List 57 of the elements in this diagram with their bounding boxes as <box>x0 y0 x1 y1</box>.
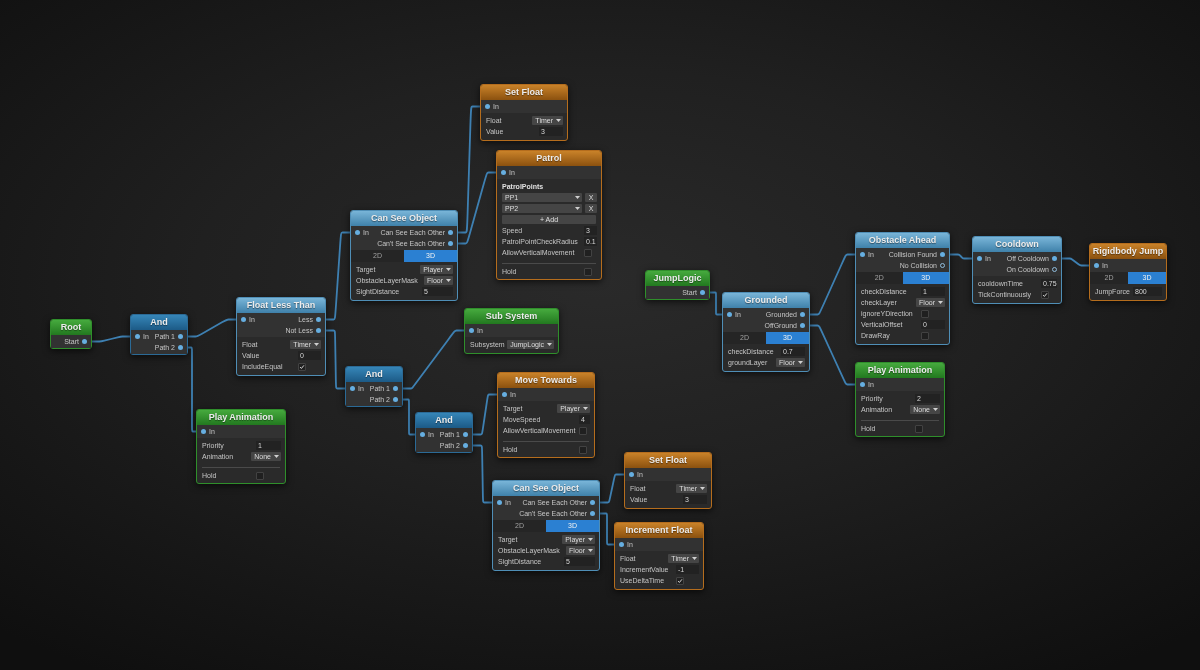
node-card <box>50 319 92 349</box>
node-title: Patrol <box>536 153 562 163</box>
node-title: Play Animation <box>867 365 933 375</box>
node-card <box>350 210 458 301</box>
node-card <box>415 412 473 453</box>
connector <box>599 512 615 546</box>
node-title: Increment Float <box>625 525 693 535</box>
node-card <box>1089 243 1167 301</box>
node-title: Set Float <box>505 87 543 97</box>
node-title: JumpLogic <box>653 273 702 283</box>
node-title: Set Float <box>649 455 687 465</box>
node-card <box>496 150 602 280</box>
connector <box>91 335 131 343</box>
node-card <box>236 297 326 376</box>
node-title: Sub System <box>485 311 538 321</box>
connector <box>457 171 497 245</box>
connector <box>472 393 498 436</box>
node-title: Root <box>60 322 82 332</box>
node-title: Grounded <box>744 295 788 305</box>
connector <box>187 318 237 338</box>
connector <box>325 231 351 321</box>
node-title: And <box>365 369 383 379</box>
connector <box>1061 257 1090 267</box>
connector <box>472 444 493 504</box>
node-card <box>855 232 950 345</box>
node-title: Rigidbody Jump <box>1092 246 1164 256</box>
node-card <box>345 366 403 407</box>
node-title: Can See Object <box>513 483 579 493</box>
connector <box>402 398 416 436</box>
node-title: Obstacle Ahead <box>868 235 937 245</box>
node-title: And <box>435 415 453 425</box>
node-card <box>497 372 595 458</box>
connector <box>187 346 197 433</box>
node-card <box>480 84 568 141</box>
node-card <box>855 362 945 437</box>
node-title: And <box>150 317 168 327</box>
connector <box>402 329 465 390</box>
node-title: Cooldown <box>995 239 1039 249</box>
node-card <box>130 314 188 355</box>
node-title: Move Towards <box>515 375 577 385</box>
node-card <box>645 270 710 300</box>
node-title: Can See Object <box>371 213 437 223</box>
connector <box>325 329 346 390</box>
node-card <box>464 308 559 354</box>
node-card <box>722 292 810 372</box>
node-card <box>196 409 286 484</box>
node-card <box>972 236 1062 304</box>
connector <box>809 324 856 386</box>
node-card <box>614 522 704 590</box>
node-card <box>492 480 600 571</box>
connector <box>809 253 856 316</box>
connector <box>949 253 973 260</box>
node-card <box>624 452 712 509</box>
connector <box>457 105 481 234</box>
connector <box>709 291 723 316</box>
node-title: Float Less Than <box>246 300 316 310</box>
node-title: Play Animation <box>208 412 274 422</box>
